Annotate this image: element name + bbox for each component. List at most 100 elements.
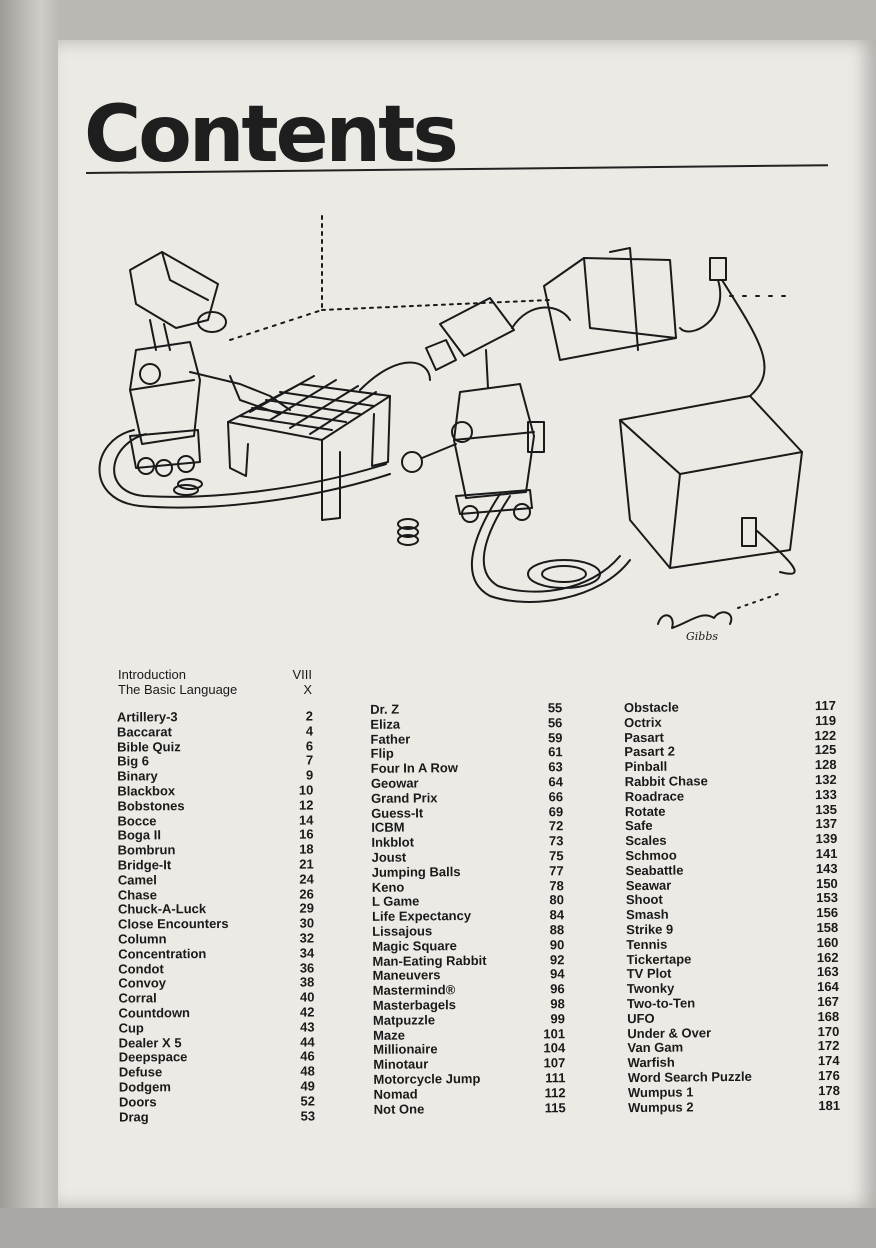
toc-entry-title: Grand Prix <box>370 790 438 806</box>
toc-entry-title: Condot <box>118 960 164 977</box>
toc-entry-page: 170 <box>817 1023 840 1039</box>
toc-entry-page: 10 <box>298 782 314 798</box>
toc-entry: Defuse 48 <box>118 1063 315 1081</box>
toc-entry-title: Rotate <box>624 803 666 819</box>
robots-playing-checkers-illustration: Gibbs <box>98 215 803 643</box>
toc-entry-page: 122 <box>814 727 837 743</box>
toc-entry-title: Not One <box>373 1100 425 1117</box>
toc-entry-title: Cup <box>118 1020 144 1036</box>
toc-entry-title: Eliza <box>370 716 401 732</box>
front-hose-drawing <box>470 493 631 603</box>
toc-entry-page: 29 <box>299 900 314 916</box>
toc-entry-page: 43 <box>300 1019 315 1035</box>
toc-entry-page: 90 <box>549 936 565 953</box>
toc-entry-page: 2 <box>305 708 313 724</box>
toc-entry-title: Bridge-It <box>117 857 172 873</box>
toc-entry-title: Octrix <box>623 714 662 730</box>
toc-entry-page: 73 <box>548 833 564 849</box>
left-hose-drawing <box>98 429 391 509</box>
toc-entry-page: 141 <box>815 845 838 862</box>
toc-entry-page: 96 <box>550 981 565 997</box>
toc-entry-page: 12 <box>298 797 314 813</box>
toc-entry-page: 75 <box>549 848 564 864</box>
toc-entry-page: 7 <box>305 752 314 768</box>
toc-entry-page: 117 <box>814 697 836 714</box>
toc-entry-page: 61 <box>548 744 563 760</box>
toc-entry-title: Chase <box>117 886 157 903</box>
toc-entry-title: Doors <box>118 1094 157 1110</box>
toc-entry-title: Introduction <box>118 667 186 682</box>
toc-entry-title: Nomad <box>373 1086 418 1102</box>
toc-entry-page: 56 <box>547 714 563 731</box>
toc-entry: Cup 43 <box>118 1019 315 1036</box>
toc-entry-page: 18 <box>299 841 314 857</box>
toc-entry-title: Strike 9 <box>626 921 674 938</box>
toc-entry-title: Father <box>370 731 411 747</box>
toc-entry: Flip 61 <box>370 744 563 762</box>
toc-entry-page: 111 <box>545 1070 566 1086</box>
toc-entry: Eliza 56 <box>370 714 563 732</box>
toc-entry-page: X <box>303 681 312 697</box>
toc-entry-page: 63 <box>548 759 563 775</box>
checker-table-drawing <box>173 375 419 546</box>
toc-entry-title: Drag <box>119 1108 149 1125</box>
toc-entry-page: 64 <box>548 774 563 790</box>
toc-entry: Chase 26 <box>117 886 314 903</box>
toc-entry-title: Safe <box>625 818 653 834</box>
toc-entry-page: 42 <box>299 1004 315 1020</box>
toc-entry-title: Defuse <box>118 1064 163 1080</box>
toc-entry-page: 48 <box>300 1063 315 1079</box>
toc-entry-title: Lissajous <box>372 923 433 939</box>
toc-entry-title: Countdown <box>118 1005 191 1021</box>
toc-entry-page: 164 <box>817 979 839 995</box>
toc-entry-page: 132 <box>814 771 837 788</box>
toc-entry-page: 80 <box>549 892 564 908</box>
toc-entry-page: 115 <box>544 1099 566 1115</box>
toc-entry-title: Big 6 <box>117 753 150 769</box>
toc-entry-title: Flip <box>370 746 394 762</box>
toc-entry-title: Column <box>118 931 167 947</box>
toc-entry-title: Convoy <box>118 975 167 991</box>
toc-entry-page: 162 <box>816 949 839 965</box>
toc-entry-page: 172 <box>817 1038 840 1054</box>
toc-entry-page: 156 <box>816 905 839 921</box>
toc-entry-title: Two-to-Ten <box>626 995 696 1012</box>
toc-entry-page: 107 <box>543 1055 566 1071</box>
toc-entry-page: 34 <box>299 945 315 961</box>
toc-entry-page: 16 <box>299 826 314 842</box>
toc-entry-page: VIII <box>292 667 312 682</box>
toc-entry-title: Dr. Z <box>370 701 400 717</box>
toc-entry-page: 143 <box>815 860 838 876</box>
toc-entry-title: ICBM <box>371 819 405 836</box>
toc-entry-page: 99 <box>550 1010 566 1027</box>
toc-entry-page: 36 <box>299 960 315 976</box>
toc-entry: Big 6 7 <box>117 752 314 770</box>
toc-entry-title: Artillery-3 <box>116 709 178 725</box>
toc-entry-page: 69 <box>548 803 564 819</box>
toc-entry: Not One 115 <box>373 1099 566 1117</box>
toc-entry-page: 44 <box>300 1034 315 1050</box>
toc-entry-page: 9 <box>305 767 314 783</box>
toc-entry-page: 14 <box>298 812 314 828</box>
toc-entry-page: 26 <box>299 886 314 902</box>
